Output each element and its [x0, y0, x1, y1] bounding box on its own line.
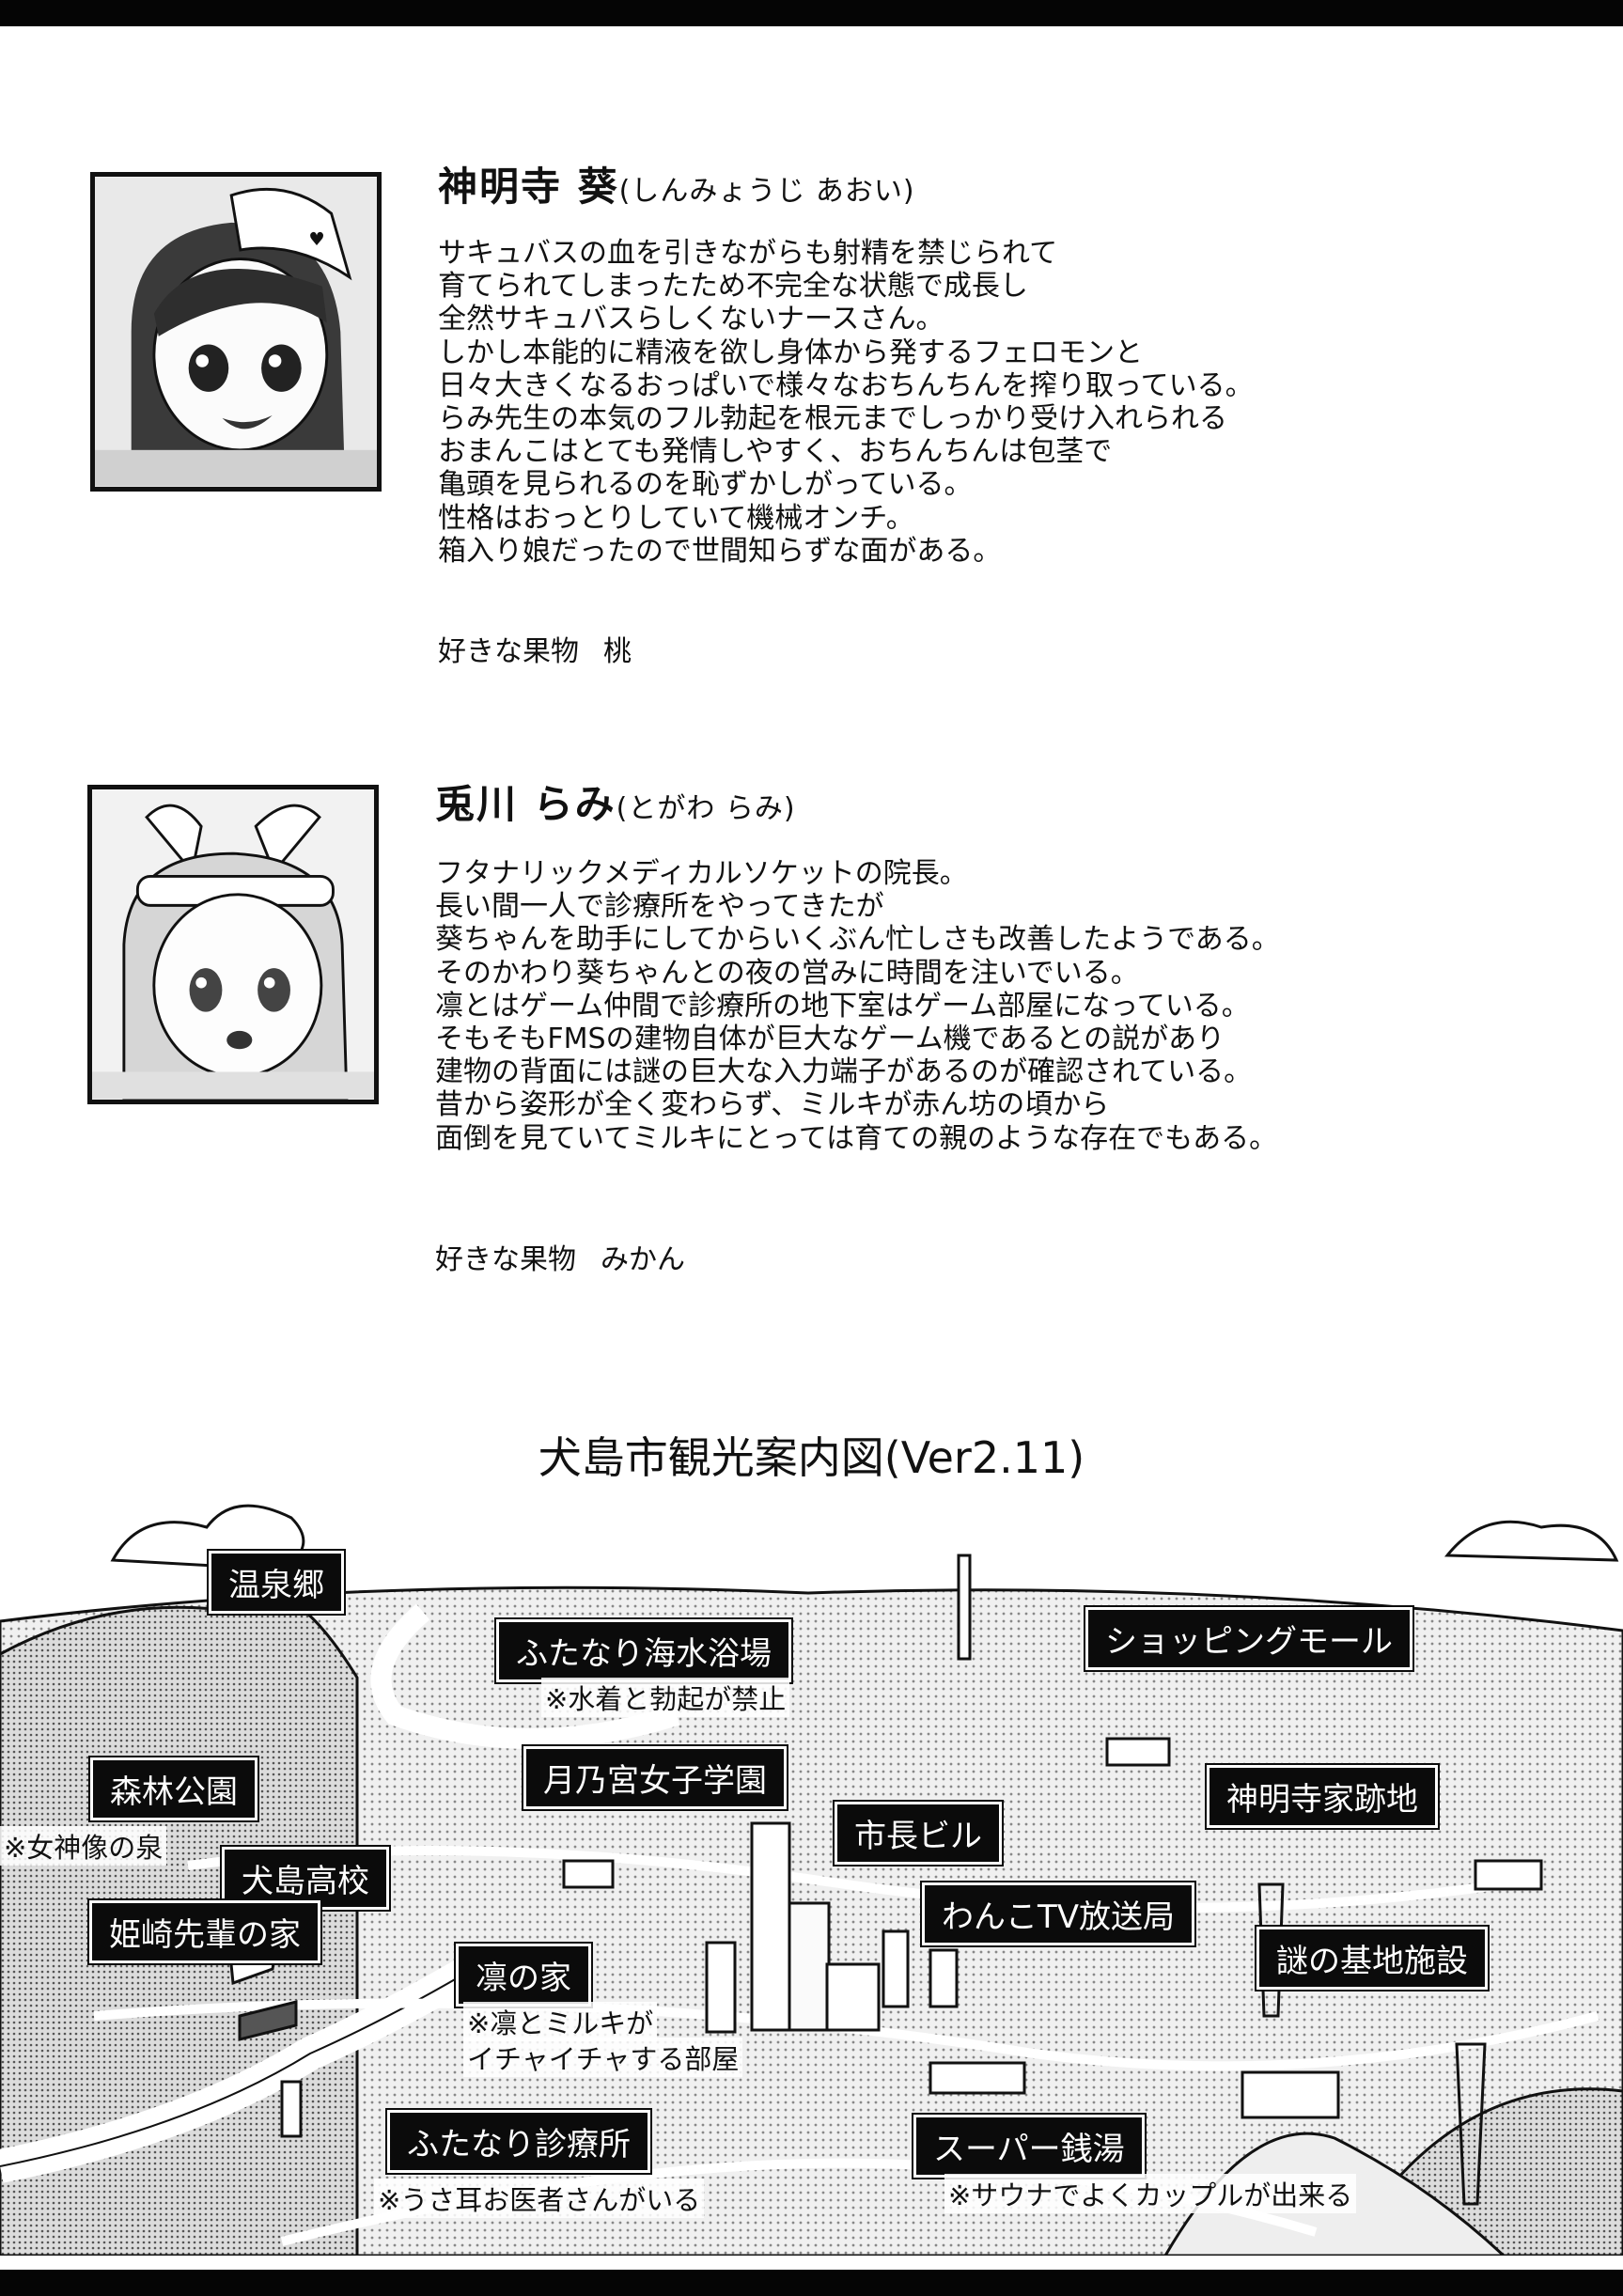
- bio-line: 面倒を見ていてミルキにとっては育ての親のような存在でもある。: [435, 1121, 1278, 1155]
- map-label-shinmyoji-ruins: 神明寺家跡地: [1207, 1765, 1438, 1828]
- doctor-portrait-illustration: [92, 789, 374, 1100]
- map-label-mall: ショッピングモール: [1085, 1607, 1412, 1670]
- bio-line: そもそもFMSの建物自体が巨大なゲーム機であるとの説があり: [435, 1022, 1225, 1055]
- city-map-illustration: [0, 1504, 1623, 2256]
- fruit-label: 好きな果物: [435, 1243, 576, 1276]
- map-label-onsen: 温泉郷: [209, 1551, 344, 1614]
- map-note-beach: ※水着と勃起が禁止: [541, 1678, 790, 1717]
- map-note-clinic: ※うさ耳お医者さんがいる: [374, 2179, 705, 2218]
- map-note-super-sento: ※サウナでよくカップルが出来る: [944, 2174, 1357, 2213]
- map-label-super-sento: スーパー銭湯: [913, 2115, 1145, 2178]
- favorite-fruit-aoi: 好きな果物桃: [438, 628, 632, 669]
- bio-line: 育てられてしまったため不完全な状態で成長し: [438, 270, 1028, 304]
- svg-text:♥: ♥: [308, 228, 324, 250]
- map-label-mystery-base: 謎の基地施設: [1256, 1927, 1488, 1990]
- fruit-label: 好きな果物: [438, 635, 579, 668]
- profile-reading-rami: (とがわ らみ): [616, 792, 796, 825]
- nurse-portrait-illustration: ♥: [95, 177, 377, 487]
- bio-line: 葵ちゃんを助手にしてからいくぶん忙しさも改善したようである。: [435, 923, 1280, 957]
- bio-line: 日々大きくなるおっぱいで様々なおちんちんを搾り取っている。: [438, 368, 1254, 402]
- bio-line: そのかわり葵ちゃんとの夜の営みに時間を注いでいる。: [435, 956, 1139, 990]
- map-label-girls-academy: 月乃宮女子学園: [523, 1746, 787, 1809]
- profile-bio-aoi: サキュバスの血を引きながらも射精を禁じられて 育てられてしまったため不完全な状態…: [438, 237, 1254, 568]
- bio-line: 全然サキュバスらしくないナースさん。: [438, 303, 944, 336]
- map-label-mayor-building: 市長ビル: [835, 1802, 1002, 1865]
- fruit-value: 桃: [603, 635, 632, 668]
- city-guide-map: 温泉郷 ふたなり海水浴場 ※水着と勃起が禁止 ショッピングモール 森林公園 ※女…: [0, 1490, 1623, 2256]
- map-label-inujima-high: 犬島高校: [222, 1847, 389, 1910]
- map-label-beach: ふたなり海水浴場: [496, 1619, 791, 1682]
- portrait-rami: [87, 785, 379, 1104]
- bio-line: 亀頭を見られるのを恥ずかしがっている。: [438, 468, 973, 502]
- map-note-rin-house-1: ※凛とミルキが: [463, 2002, 658, 2041]
- bio-line: おまんこはとても発情しやすく、おちんちんは包茎で: [438, 435, 1113, 469]
- top-scan-border: [0, 0, 1623, 26]
- bio-line: サキュバスの血を引きながらも射精を禁じられて: [438, 237, 1058, 270]
- fruit-value: みかん: [601, 1243, 685, 1276]
- profile-bio-rami: フタナリックメディカルソケットの院長。 長い間一人で診療所をやってきたが 葵ちゃ…: [435, 857, 1280, 1155]
- map-label-futanari-clinic: ふたなり診療所: [387, 2110, 650, 2173]
- favorite-fruit-rami: 好きな果物みかん: [435, 1236, 685, 1277]
- map-label-rin-house: 凛の家: [456, 1944, 591, 2007]
- profile-name-rami: 兎川 らみ(とがわ らみ): [435, 781, 796, 827]
- map-label-forest-park: 森林公園: [90, 1757, 257, 1820]
- map-note-forest-park: ※女神像の泉: [0, 1826, 167, 1866]
- profile-reading-aoi: (しんみょうじ あおい): [618, 175, 915, 208]
- profile-name-aoi: 神明寺 葵(しんみょうじ あおい): [438, 164, 915, 210]
- map-note-rin-house-2: イチャイチャする部屋: [463, 2038, 743, 2077]
- bottom-scan-border: [0, 2270, 1623, 2296]
- bio-line: しかし本能的に精液を欲し身体から発するフェロモンと: [438, 336, 1143, 369]
- bio-line: 凛とはゲーム仲間で診療所の地下室はゲーム部屋になっている。: [435, 989, 1250, 1023]
- map-label-himezaki-house: 姫崎先輩の家: [89, 1900, 320, 1963]
- bio-line: フタナリックメディカルソケットの院長。: [435, 857, 968, 890]
- map-title: 犬島市観光案内図(Ver2.11): [538, 1432, 1085, 1483]
- bio-line: 長い間一人で診療所をやってきたが: [435, 890, 884, 924]
- bio-line: らみ先生の本気のフル勃起を根元までしっかり受け入れられる: [438, 401, 1227, 435]
- portrait-aoi: ♥: [90, 172, 382, 492]
- bio-line: 箱入り娘だったので世間知らずな面がある。: [438, 534, 1002, 568]
- bio-line: 建物の背面には謎の巨大な入力端子があるのが確認されている。: [435, 1055, 1253, 1089]
- bio-line: 昔から姿形が全く変わらず、ミルキが赤ん坊の頃から: [435, 1088, 1110, 1122]
- map-label-wanko-tv: わんこTV放送局: [922, 1882, 1195, 1945]
- bio-line: 性格はおっとりしていて機械オンチ。: [438, 501, 914, 535]
